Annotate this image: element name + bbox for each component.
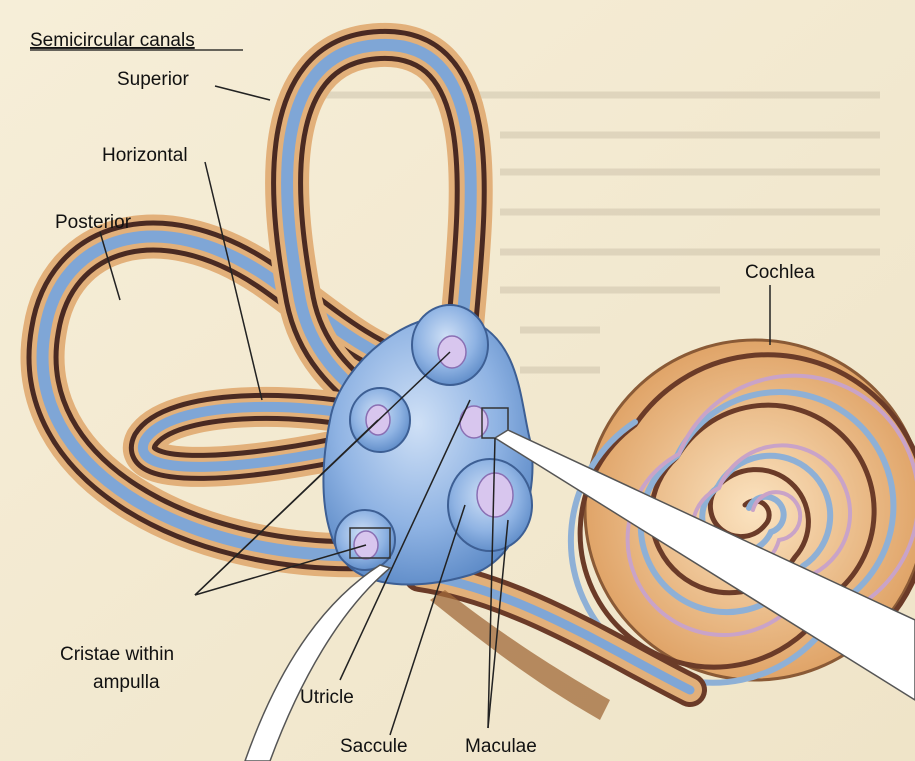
label-cochlea: Cochlea bbox=[745, 262, 815, 283]
label-superior: Superior bbox=[117, 69, 189, 90]
label-utricle: Utricle bbox=[300, 687, 354, 708]
label-horizontal: Horizontal bbox=[102, 145, 188, 166]
label-cristae-line2: ampulla bbox=[93, 672, 160, 693]
label-saccule: Saccule bbox=[340, 736, 408, 757]
label-posterior: Posterior bbox=[55, 212, 132, 233]
label-semicircular-canals: Semicircular canals bbox=[30, 30, 195, 51]
label-maculae: Maculae bbox=[465, 736, 537, 757]
label-cristae-line1: Cristae within bbox=[60, 644, 174, 665]
